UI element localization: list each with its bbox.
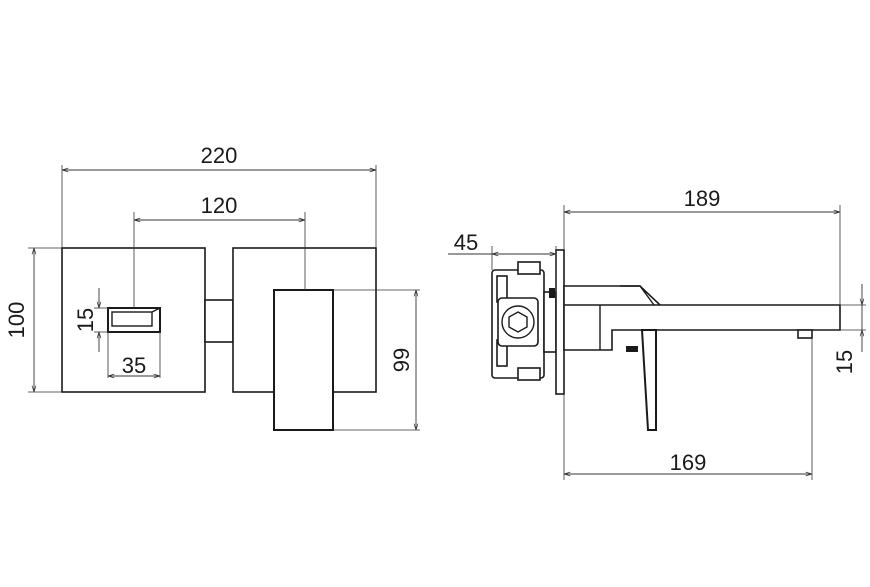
dim-15-front-label: 15 <box>73 308 98 332</box>
front-view: 220 120 100 15 35 99 <box>4 143 420 431</box>
side-view: 189 45 169 15 <box>448 186 866 480</box>
side-wall-plate <box>555 249 565 395</box>
front-spout <box>107 307 161 333</box>
side-valve-body <box>491 261 557 381</box>
front-connector-bar <box>204 299 234 343</box>
dim-120-label: 120 <box>201 193 238 218</box>
dim-169-label: 169 <box>670 450 707 475</box>
dim-220-label: 220 <box>201 143 238 168</box>
dim-45-label: 45 <box>454 230 478 255</box>
side-handle <box>640 329 657 431</box>
dim-189-label: 189 <box>684 186 721 211</box>
side-spout <box>563 285 841 352</box>
front-handle <box>273 289 334 431</box>
dim-35-label: 35 <box>122 353 146 378</box>
dim-15-side-label: 15 <box>832 350 857 374</box>
dim-100-label: 100 <box>4 302 29 339</box>
dim-99-label: 99 <box>389 348 414 372</box>
